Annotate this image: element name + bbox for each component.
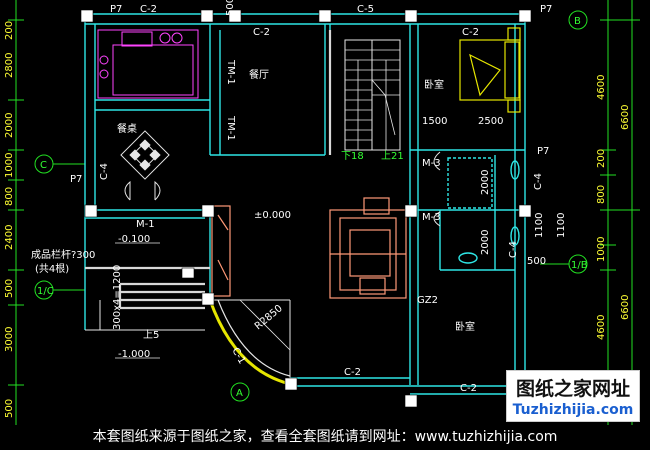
room-label-dining: 餐厅 xyxy=(249,68,269,81)
right-dim-2: 6600 xyxy=(620,105,631,130)
window-label-c2-top-right: C-2 xyxy=(462,27,479,38)
dim-500: 500 xyxy=(527,256,546,267)
window-label-c5: C-5 xyxy=(357,4,374,15)
stair-down-label: 下18 xyxy=(341,151,364,162)
wall-outline xyxy=(84,13,526,395)
bathroom-fixtures xyxy=(447,157,520,264)
label-p7-b: P7 xyxy=(540,4,552,15)
stair-steps-note: 300x4=1200 xyxy=(112,265,123,330)
left-dim-5: 800 xyxy=(4,187,15,206)
stair-up-label: 上21 xyxy=(381,150,404,162)
label-p7-c: P7 xyxy=(70,174,82,185)
kitchen-fixtures xyxy=(97,29,199,99)
window-label-c2-bottom-right: C-2 xyxy=(460,383,477,394)
left-dim-2: 2800 xyxy=(4,53,15,78)
tv-cabinet xyxy=(211,205,231,297)
door-label-tm1-lower: TM-1 xyxy=(225,115,236,141)
dim-2000-b: 2000 xyxy=(480,230,491,255)
axis-bubble-left-c: C xyxy=(40,160,47,171)
room-label-bedroom-top: 卧室 xyxy=(424,78,444,91)
right-dim-3: 200 xyxy=(596,149,607,168)
column-gz2: GZ2 xyxy=(417,295,438,306)
axis-bubble-bottom-a: A xyxy=(236,388,243,399)
watermark-title: 图纸之家网址 xyxy=(515,378,630,400)
left-dim-1: 200 xyxy=(4,21,15,40)
right-dim-7: 4600 xyxy=(596,315,607,340)
watermark-url: Tuzhizhijia.com xyxy=(512,402,634,418)
right-dim-4: 800 xyxy=(596,185,607,204)
window-label-c4-right-lower: C-4 xyxy=(508,241,519,258)
structural-columns xyxy=(80,9,532,408)
dining-table-symbol xyxy=(120,130,170,180)
window-label-c2-kitchen: C-2 xyxy=(253,27,270,38)
axis-bubble-right-1b: 1/B xyxy=(571,260,588,271)
dim-2000-a: 2000 xyxy=(480,170,491,195)
stool-label: 餐桌 xyxy=(117,122,137,135)
dim-1100-a: 1100 xyxy=(534,213,545,238)
window-label-c1-arc: C-1 xyxy=(229,346,247,366)
dim-1500: 1500 xyxy=(422,116,447,127)
railing-note-1: 成品栏杆?300 xyxy=(31,248,95,261)
right-dim-6: 6600 xyxy=(620,295,631,320)
dim-1100-b: 1100 xyxy=(556,213,567,238)
door-label-tm1-upper: TM-1 xyxy=(225,59,236,85)
elevation-zero: ±0.000 xyxy=(254,210,291,221)
door-label-m3: M-3 xyxy=(422,158,441,169)
door-label-m1: M-1 xyxy=(136,219,155,230)
room-label-bedroom-bottom: 卧室 xyxy=(455,320,475,333)
elevation-minus-1000: -1.000 xyxy=(118,349,150,360)
left-dim-7: 500 xyxy=(4,279,15,298)
dim-2500: 2500 xyxy=(478,116,503,127)
left-dim-9: 500 xyxy=(4,399,15,418)
left-dim-4: 1000 xyxy=(4,153,15,178)
bedroom-bed xyxy=(459,27,521,113)
left-dim-8: 3000 xyxy=(4,327,15,352)
label-p7-a: P7 xyxy=(110,4,122,15)
staircase xyxy=(344,39,401,151)
site-watermark: 图纸之家网址 Tuzhizhijia.com xyxy=(506,370,640,422)
footer-source-notice: 本套图纸来源于图纸之家，查看全套图纸请到网址：www.tuzhizhijia.c… xyxy=(92,429,558,445)
door-label-m3-lower: M-3 xyxy=(422,212,441,223)
left-dim-3: 2000 xyxy=(4,113,15,138)
entrance-steps xyxy=(85,300,205,331)
axis-bubble-left-1c: 1/C xyxy=(37,286,54,297)
window-label-c2-bottom: C-2 xyxy=(344,367,361,378)
window-label-c2-top-left: C-2 xyxy=(140,4,157,15)
elevation-minus-0100: -0.100 xyxy=(118,234,150,245)
window-label-c4-right: C-4 xyxy=(533,173,544,190)
right-dim-5: 1000 xyxy=(596,237,607,262)
window-label-c4-left: C-4 xyxy=(99,163,110,180)
curved-balcony xyxy=(208,299,291,386)
label-p7-d: P7 xyxy=(537,146,549,157)
right-dim-1: 4600 xyxy=(596,75,607,100)
dim-small-top-500: 500 xyxy=(225,0,236,16)
left-dim-6: 2400 xyxy=(4,225,15,250)
railing-note-2: (共4根) xyxy=(35,262,69,275)
up-5-label: 上5 xyxy=(143,329,159,341)
right-dimension-columns: 4600 6600 200 800 1000 6600 4600 200 B 1… xyxy=(540,0,640,425)
sofa-set xyxy=(329,197,407,299)
door-swings xyxy=(124,151,441,227)
axis-bubble-right-b: B xyxy=(574,16,581,27)
left-dimension-column: 200 2800 2000 1000 800 2400 500 3000 500… xyxy=(4,0,85,425)
